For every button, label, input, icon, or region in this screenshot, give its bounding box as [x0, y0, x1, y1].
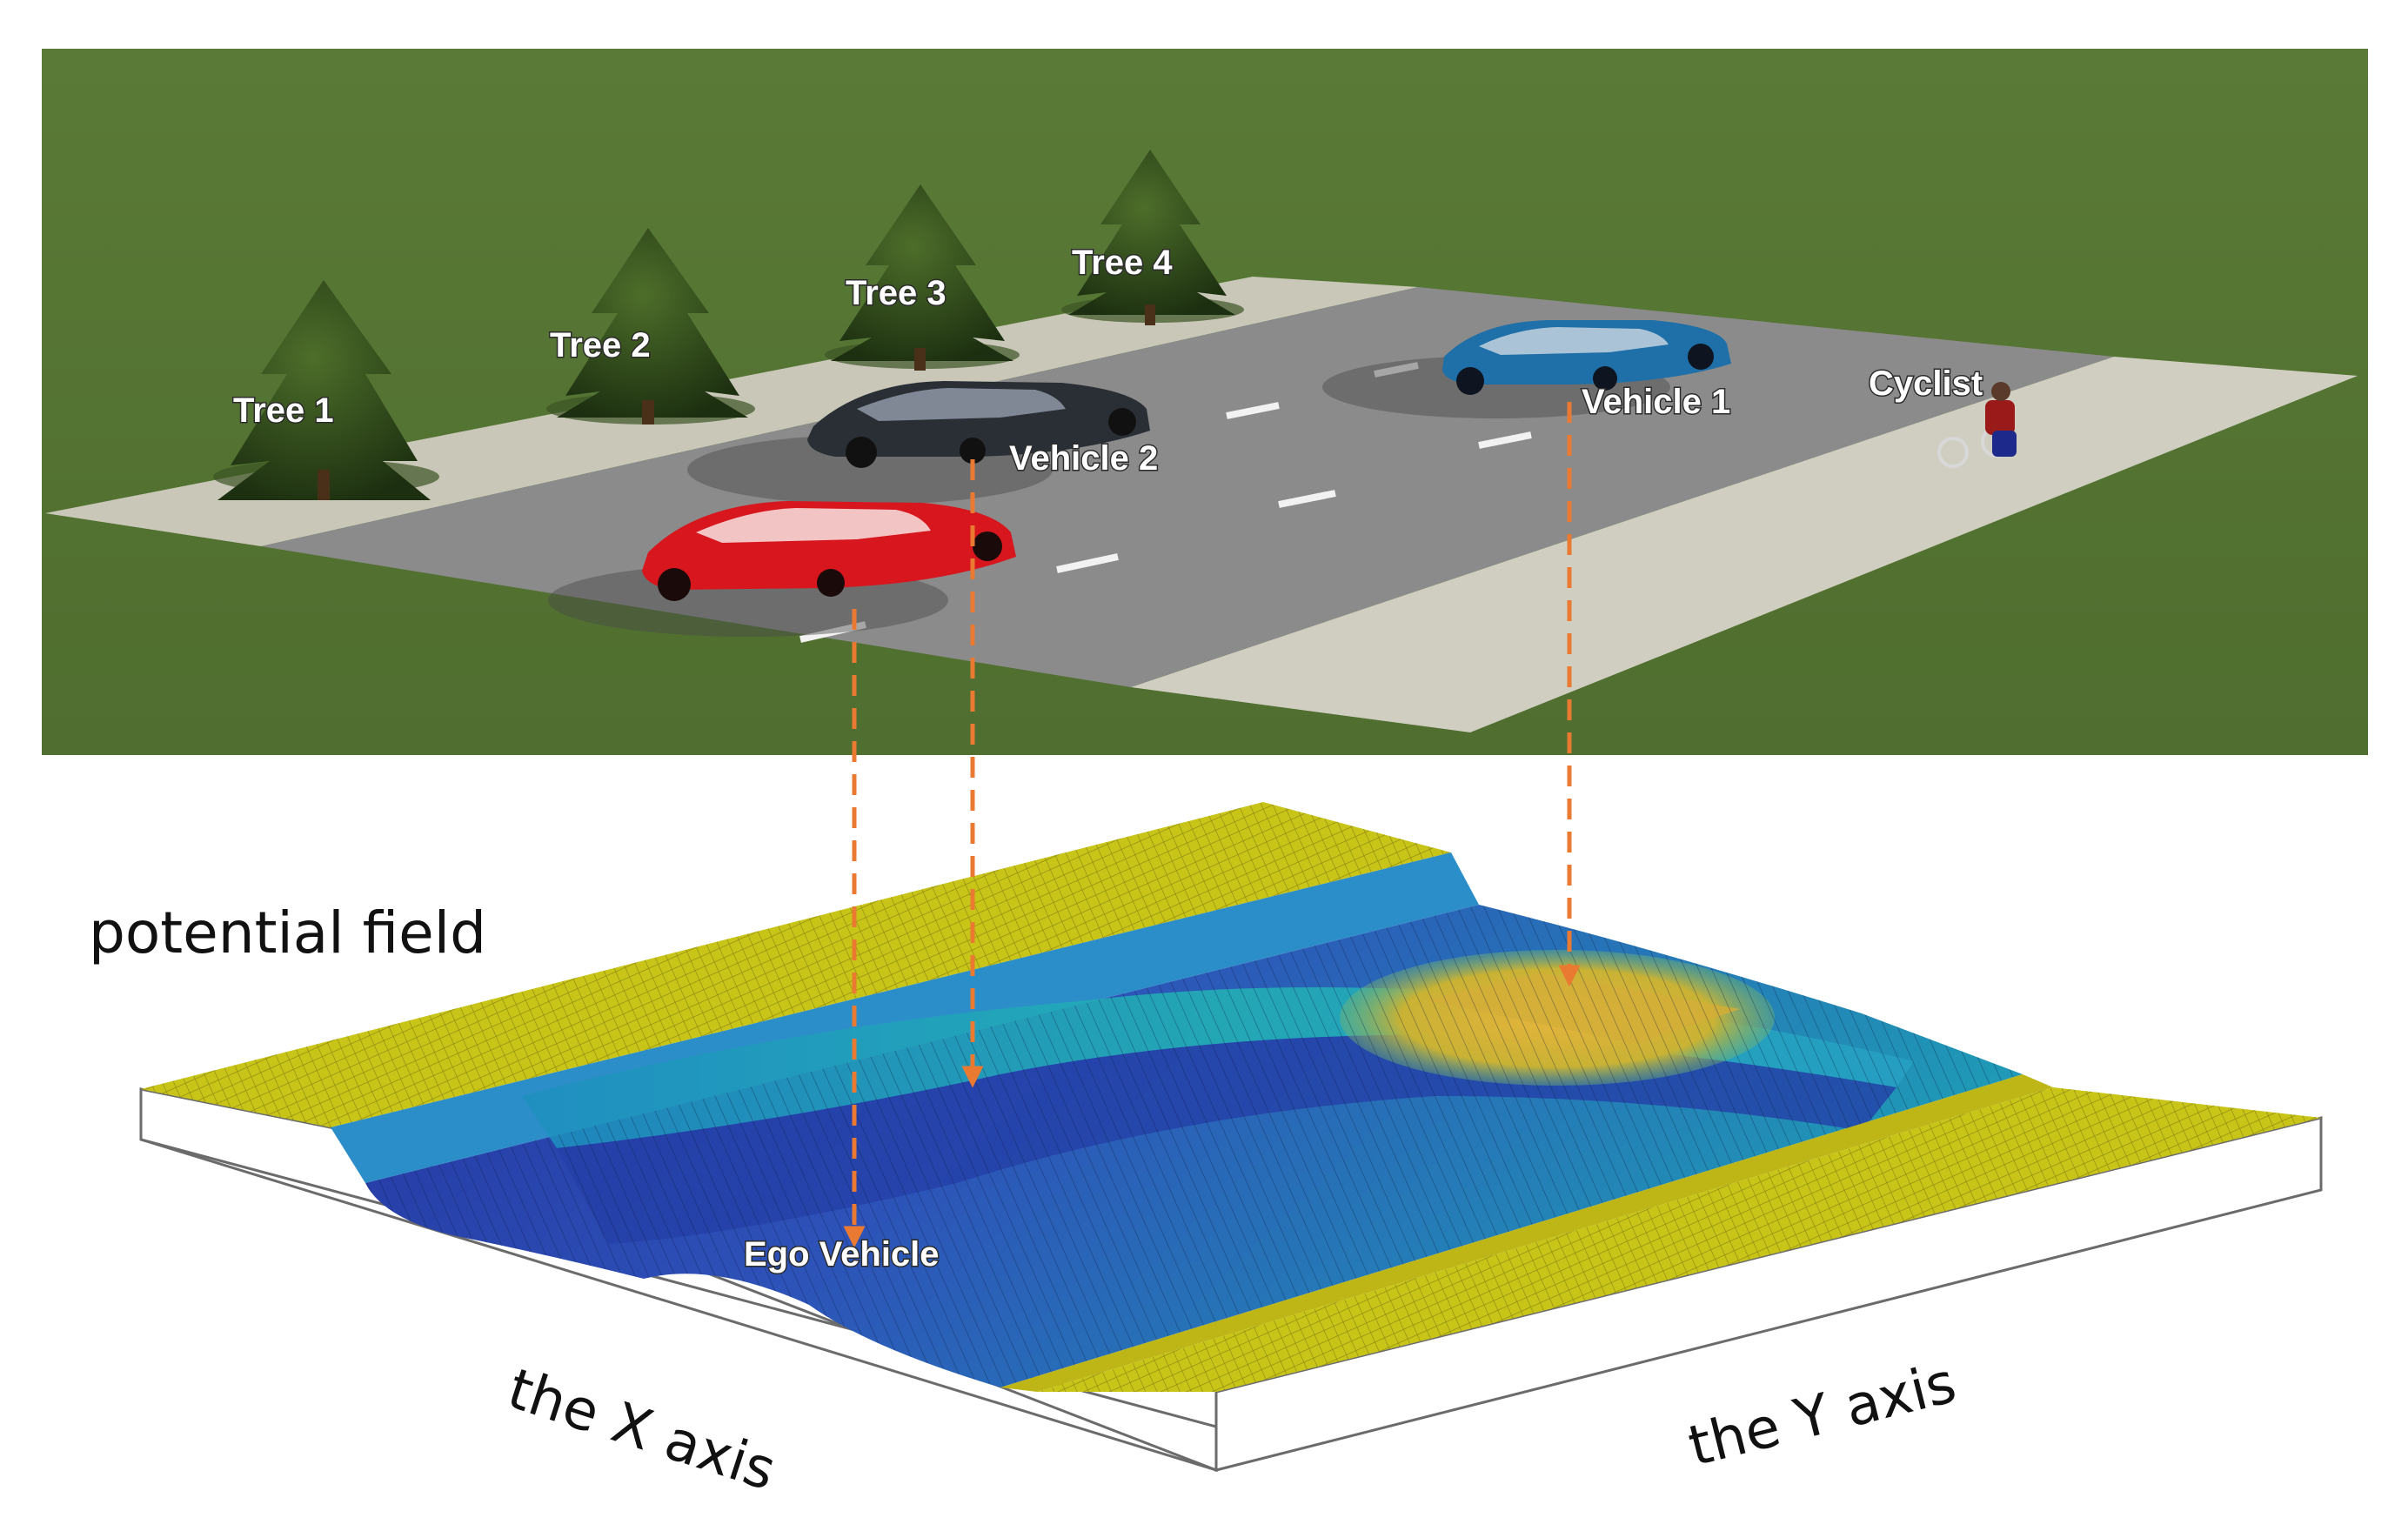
tree-3-label: Tree 3 — [846, 274, 946, 312]
vehicle-2-car — [687, 381, 1150, 505]
road-scene: Tree 1 Tree 2 Tree 3 Tree 4 Vehicle 2 Ve… — [42, 49, 2368, 755]
ego-vehicle-label: Ego Vehicle — [744, 1235, 940, 1274]
far-high-plateau — [141, 802, 1451, 1127]
tree-1 — [213, 280, 439, 500]
vehicle-2-label: Vehicle 2 — [1009, 439, 1158, 478]
tree-1-label: Tree 1 — [233, 391, 334, 430]
x-axis-label: the X axis — [500, 1357, 783, 1504]
field-mesh-overlay — [365, 905, 2023, 1387]
tree-3 — [825, 184, 1020, 371]
near-high-plateau — [1037, 1087, 2321, 1392]
tree-4-label: Tree 4 — [1072, 244, 1173, 282]
vehicle-1-label: Vehicle 1 — [1582, 383, 1730, 421]
near-wall — [1000, 1074, 2053, 1392]
cyclist-figure — [1937, 382, 2017, 468]
tree-2 — [546, 228, 755, 425]
ego-vehicle-car — [548, 501, 1016, 637]
near-sidewalk — [1131, 357, 2358, 732]
potential-field-surface — [139, 802, 2323, 1473]
lane-markings — [799, 362, 1532, 643]
vehicle-1-car — [1322, 320, 1731, 418]
y-axis-label: the Y axis — [1682, 1351, 1963, 1480]
tree-4 — [1061, 150, 1244, 325]
cyclist-label: Cyclist — [1869, 364, 1983, 403]
tree-2-label: Tree 2 — [550, 326, 651, 364]
mapping-arrows — [843, 402, 1581, 1248]
potential-field-title: potential field — [89, 899, 486, 966]
